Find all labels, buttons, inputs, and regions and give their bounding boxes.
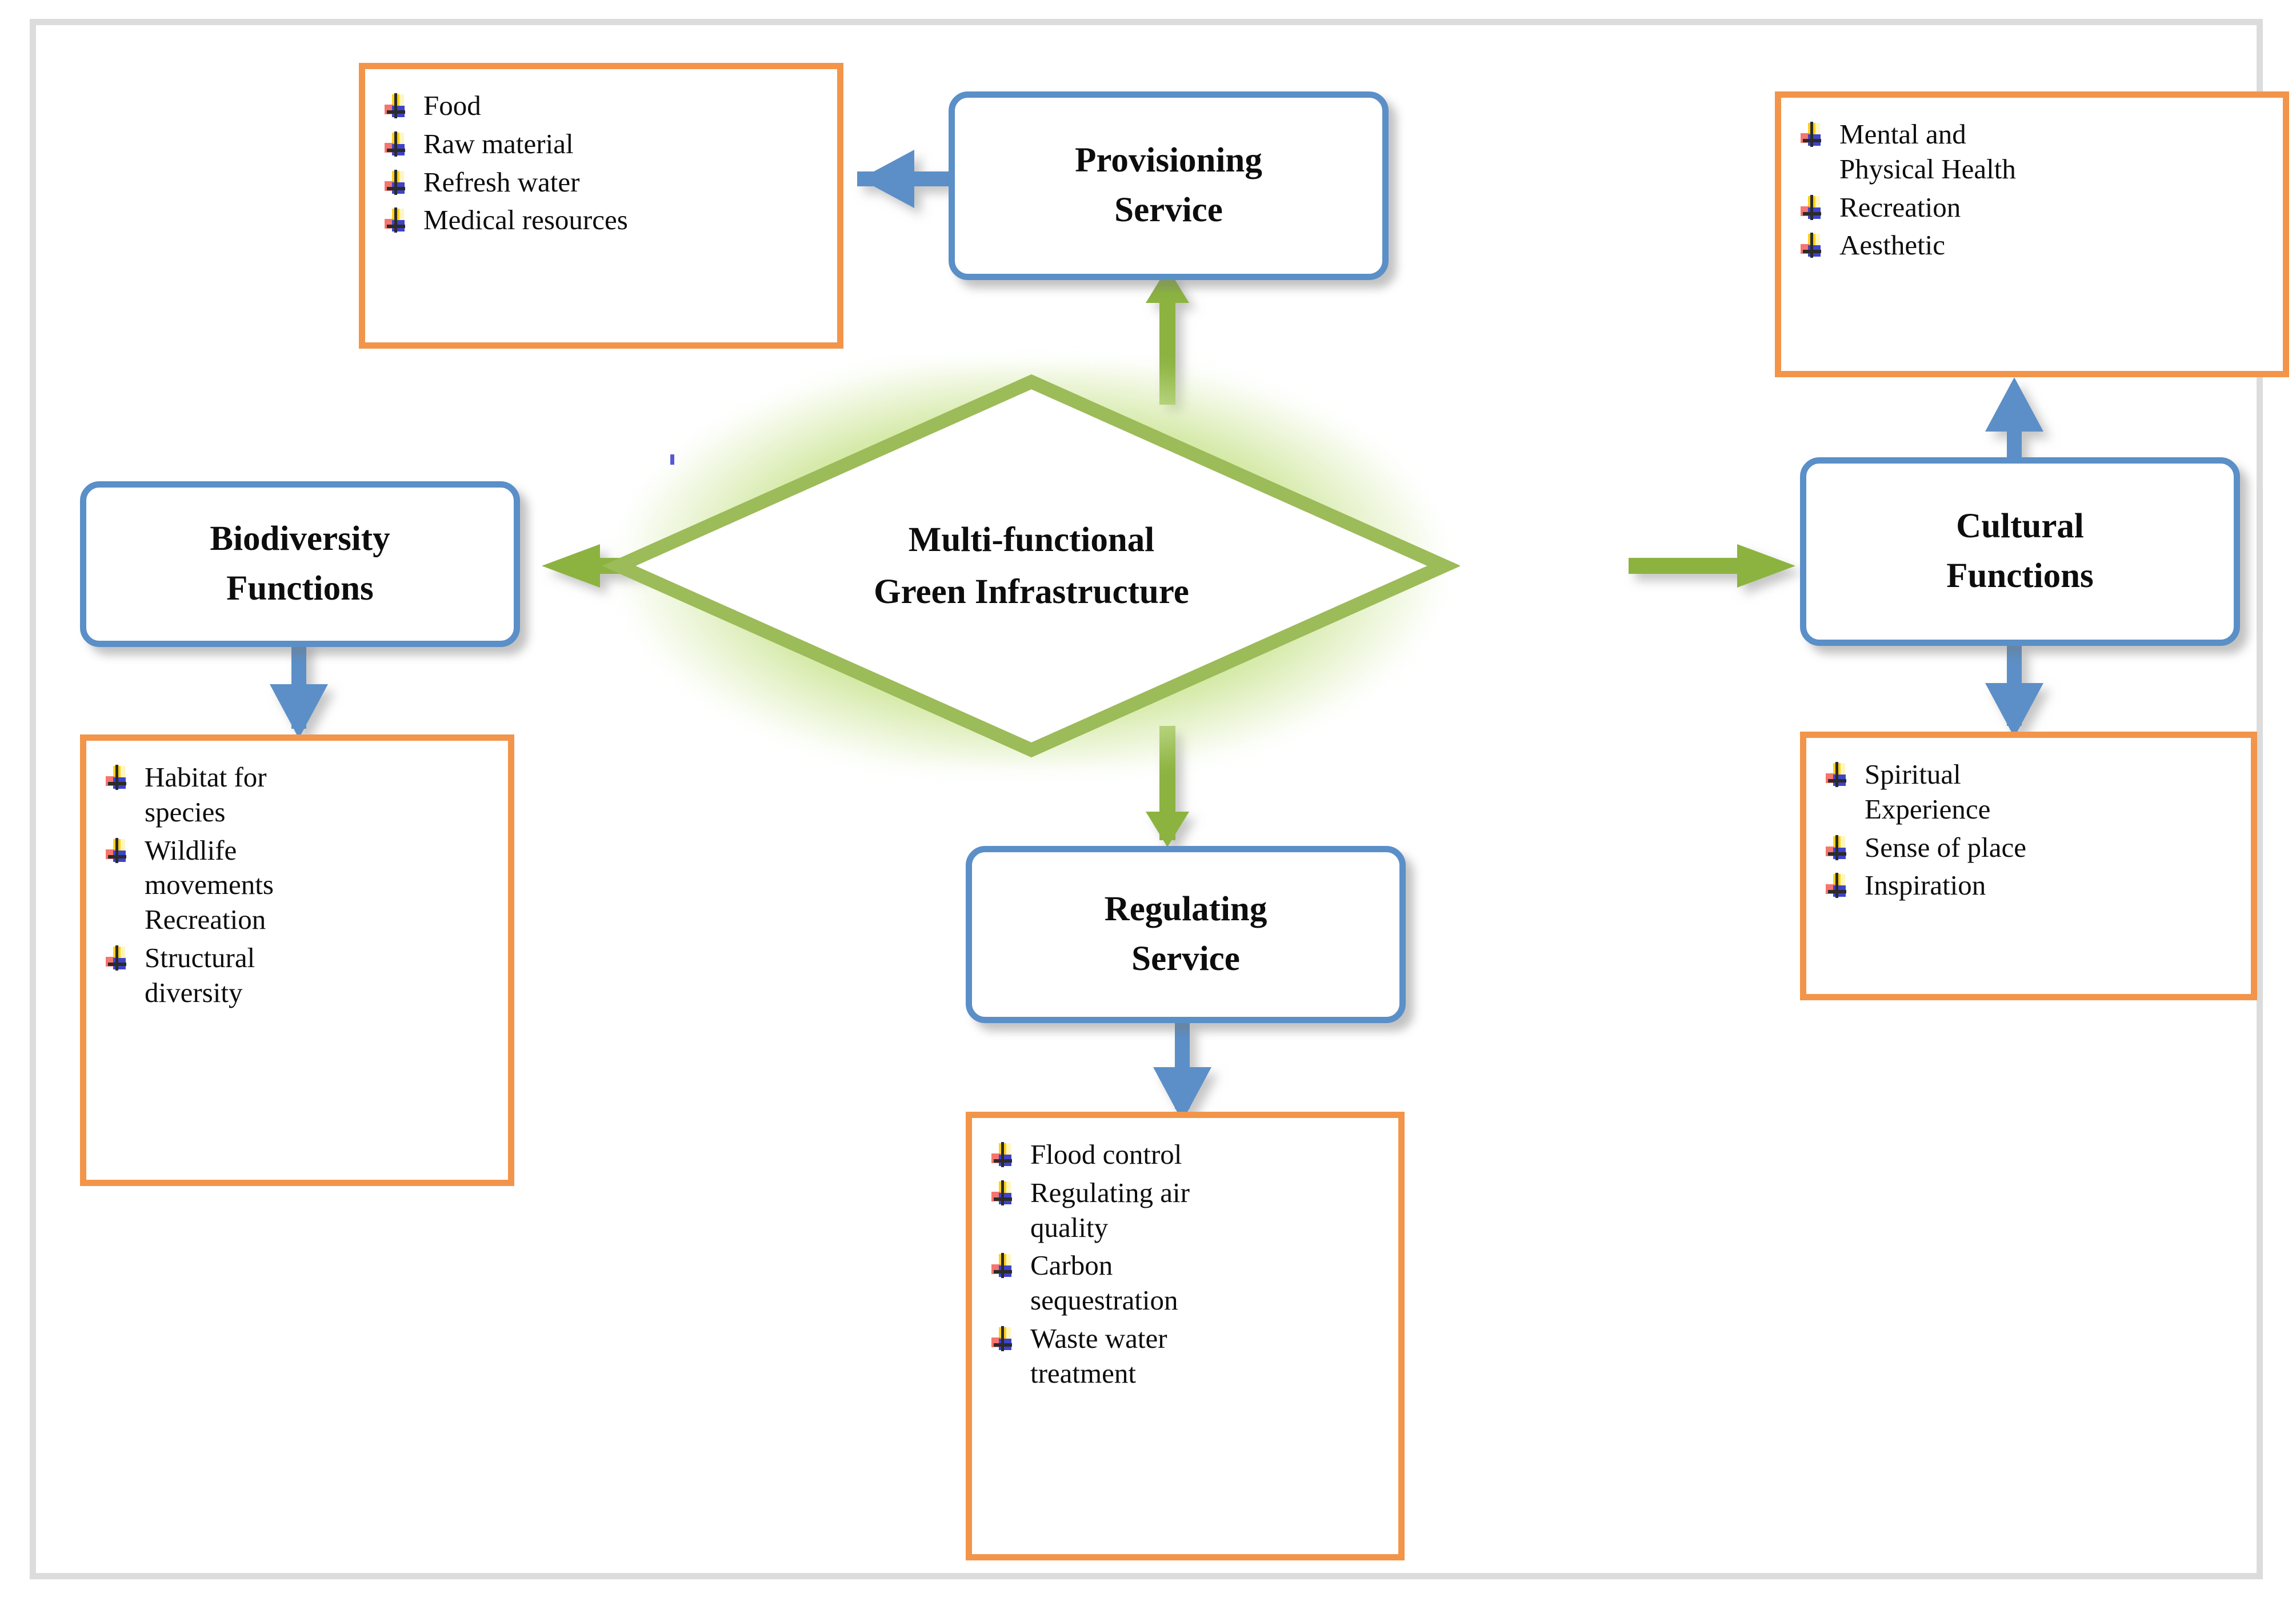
list-item-label: Regulating air quality bbox=[1030, 1176, 1190, 1243]
arrow-bullet-icon bbox=[1826, 873, 1849, 900]
list-item-label: Aesthetic bbox=[1839, 229, 1946, 261]
list-item-label: Waste water treatment bbox=[1030, 1322, 1167, 1389]
node-provisioning-line1: Provisioning bbox=[1075, 141, 1262, 180]
list-provisioning: Food Raw material Refresh water Medical … bbox=[359, 63, 843, 349]
list-item: Medical resources bbox=[385, 203, 827, 238]
list-item-label: Inspiration bbox=[1865, 869, 1986, 901]
stray-dot-artifact bbox=[670, 454, 674, 465]
list-item: Waste water treatment bbox=[991, 1321, 1388, 1391]
list-item-label: Food bbox=[423, 90, 481, 121]
diamond-label-group: Multi-functional Green Infrastructure bbox=[603, 366, 1460, 766]
arrow-bullet-icon bbox=[1801, 122, 1823, 149]
node-cultural-line2: Functions bbox=[1946, 557, 2094, 595]
arrow-bullet-icon bbox=[385, 207, 407, 235]
list-item-label: Sense of place bbox=[1865, 831, 2026, 863]
node-biodiversity-line1: Biodiversity bbox=[210, 520, 390, 558]
list-item-label: Raw material bbox=[423, 127, 574, 159]
list-cultural-top: Mental and Physical Health Recreation Ae… bbox=[1775, 91, 2289, 377]
list-item: Sense of place bbox=[1826, 831, 2241, 865]
arrow-bullet-icon bbox=[385, 131, 407, 159]
regulating-item-list: Flood control Regulating air quality Car… bbox=[991, 1137, 1388, 1391]
list-item-label: Medical resources bbox=[423, 204, 628, 236]
list-item: Structural diversity bbox=[106, 941, 498, 1011]
list-item: Raw material bbox=[385, 127, 827, 162]
arrow-bullet-icon bbox=[106, 837, 129, 865]
arrow-bullet-icon bbox=[385, 169, 407, 197]
arrow-bullet-icon bbox=[1826, 762, 1849, 789]
list-item: Recreation bbox=[1801, 190, 2273, 225]
list-item: Aesthetic bbox=[1801, 228, 2273, 263]
cultural-bottom-item-list: Spiritual Experience Sense of place Insp… bbox=[1826, 757, 2241, 903]
arrow-bullet-icon bbox=[991, 1253, 1014, 1280]
list-item: Food bbox=[385, 89, 827, 123]
list-item: Spiritual Experience bbox=[1826, 757, 2241, 827]
node-regulating-line1: Regulating bbox=[1104, 890, 1267, 929]
list-item-label: Recreation bbox=[1839, 191, 1961, 223]
node-biodiversity-line2: Functions bbox=[226, 569, 374, 608]
arrow-bullet-icon bbox=[385, 93, 407, 121]
arrow-bullet-icon bbox=[991, 1142, 1014, 1169]
list-item-label: Mental and Physical Health bbox=[1839, 118, 2016, 185]
node-cultural-line1: Cultural bbox=[1956, 507, 2084, 546]
list-item: Carbon sequestration bbox=[991, 1248, 1388, 1318]
list-item: Mental and Physical Health bbox=[1801, 117, 2273, 187]
list-item: Inspiration bbox=[1826, 868, 2241, 903]
provisioning-item-list: Food Raw material Refresh water Medical … bbox=[385, 89, 827, 238]
arrow-bullet-icon bbox=[106, 765, 129, 792]
arrow-bullet-icon bbox=[1826, 835, 1849, 863]
diamond-shape bbox=[603, 374, 1460, 758]
list-item: Regulating air quality bbox=[991, 1176, 1388, 1245]
list-item: Refresh water bbox=[385, 165, 827, 200]
list-regulating: Flood control Regulating air quality Car… bbox=[966, 1112, 1405, 1560]
list-item-label: Flood control bbox=[1030, 1139, 1182, 1170]
diamond-title-line1: Multi-functional bbox=[908, 520, 1155, 559]
node-regulating-line2: Service bbox=[1131, 940, 1240, 978]
cultural-top-item-list: Mental and Physical Health Recreation Ae… bbox=[1801, 117, 2273, 263]
list-item: Flood control bbox=[991, 1137, 1388, 1172]
arrow-bullet-icon bbox=[1801, 194, 1823, 222]
arrow-bullet-icon bbox=[106, 945, 129, 973]
center-diamond: Multi-functional Green Infrastructure bbox=[603, 366, 1460, 766]
list-item-label: Wildlife movements Recreation bbox=[145, 834, 274, 936]
list-item-label: Structural diversity bbox=[145, 941, 255, 1008]
list-biodiversity: Habitat for species Wildlife movements R… bbox=[80, 734, 514, 1186]
list-item-label: Carbon sequestration bbox=[1030, 1249, 1178, 1316]
list-item: Wildlife movements Recreation bbox=[106, 833, 498, 937]
list-item-label: Habitat for species bbox=[145, 761, 267, 828]
list-cultural-bottom: Spiritual Experience Sense of place Insp… bbox=[1800, 732, 2257, 1000]
arrow-bullet-icon bbox=[991, 1325, 1014, 1354]
list-item: Habitat for species bbox=[106, 760, 498, 830]
list-item-label: Refresh water bbox=[423, 166, 580, 198]
biodiversity-item-list: Habitat for species Wildlife movements R… bbox=[106, 760, 498, 1010]
diamond-title-line2: Green Infrastructure bbox=[874, 573, 1189, 611]
arrow-bullet-icon bbox=[1801, 233, 1823, 260]
node-provisioning-line2: Service bbox=[1114, 191, 1223, 229]
arrow-bullet-icon bbox=[991, 1180, 1014, 1208]
list-item-label: Spiritual Experience bbox=[1865, 758, 1991, 825]
